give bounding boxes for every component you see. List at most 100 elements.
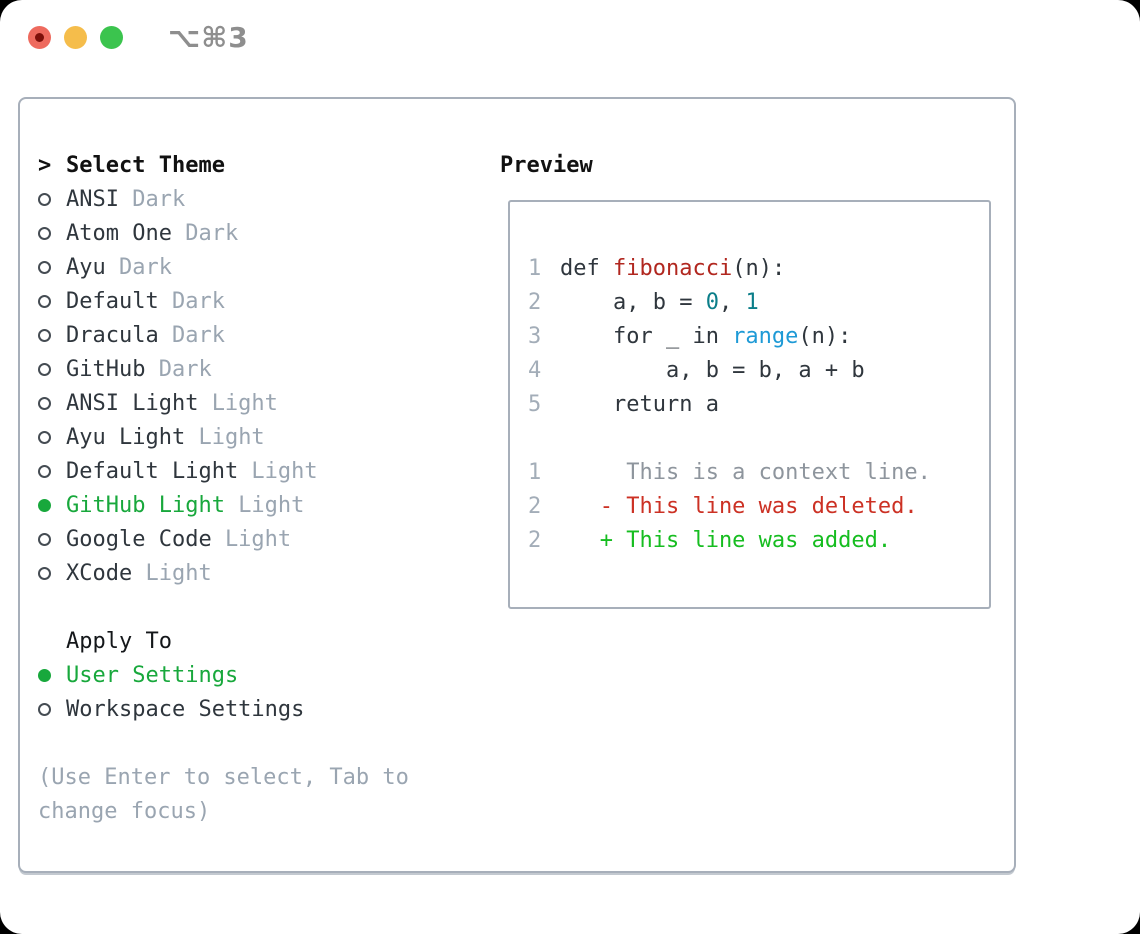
radio-gutter (38, 260, 66, 274)
apply-option-user-settings[interactable]: User Settings (38, 658, 488, 692)
radio-gutter (38, 294, 66, 308)
preview-title: Preview (500, 152, 593, 178)
diff-line: 2 - This line was deleted. (528, 489, 989, 523)
theme-name: Atom One (66, 220, 172, 246)
theme-name: Default (66, 288, 159, 314)
zoom-button-icon[interactable] (100, 26, 123, 49)
theme-name: XCode (66, 560, 133, 586)
apply-option-workspace-settings[interactable]: Workspace Settings (38, 692, 488, 726)
theme-name: Default Light (66, 458, 239, 484)
theme-variant-badge: Light (224, 526, 292, 552)
apply-option-label: Workspace Settings (66, 696, 305, 722)
keyboard-hint: (Use Enter to select, Tab to change focus… (38, 760, 488, 828)
line-number: 1 (528, 459, 542, 485)
line-number: 4 (528, 357, 542, 383)
theme-option-ayu[interactable]: Ayu Dark (38, 250, 488, 284)
apply-to-header-row: Apply To (38, 624, 488, 658)
radio-icon (38, 396, 51, 410)
theme-variant-badge: Dark (132, 186, 186, 212)
radio-icon (38, 226, 51, 240)
radio-icon (38, 192, 51, 206)
theme-name: Ayu Light (66, 424, 186, 450)
code-line: 5 return a (528, 387, 989, 421)
radio-gutter (38, 226, 66, 240)
close-button-icon[interactable] (28, 26, 51, 49)
radio-icon (38, 328, 51, 342)
diff-token: + This line was added. (560, 527, 892, 553)
theme-option-xcode[interactable]: XCode Light (38, 556, 488, 590)
hint-text: change focus) (38, 798, 211, 824)
theme-variant-badge: Light (211, 390, 278, 416)
spacer-row (38, 726, 488, 760)
code-token: fibonacci (612, 255, 733, 281)
radio-gutter (38, 396, 66, 410)
code-token: a, b = (560, 289, 706, 315)
radio-icon (38, 260, 51, 274)
code-line: 4 a, b = b, a + b (528, 353, 989, 387)
radio-icon (38, 668, 51, 682)
theme-list-title: Select Theme (66, 152, 225, 178)
theme-option-atom-one[interactable]: Atom One Dark (38, 216, 488, 250)
theme-option-github[interactable]: GitHub Dark (38, 352, 488, 386)
code-token: 1 (745, 289, 759, 315)
radio-gutter (38, 498, 66, 512)
line-number: 3 (528, 323, 542, 349)
close-dot-icon (35, 33, 44, 42)
diff-token: This is a context line. (560, 459, 931, 485)
radio-gutter (38, 532, 66, 546)
radio-icon (38, 566, 51, 580)
radio-icon (38, 430, 51, 444)
code-token: (n): (732, 255, 786, 281)
theme-variant-badge: Dark (185, 220, 239, 246)
theme-name: Ayu (66, 254, 106, 280)
code-line: 1 def fibonacci(n): (528, 251, 989, 285)
hint-line: change focus) (38, 794, 488, 828)
line-number: 1 (528, 255, 542, 281)
theme-option-ayu-light[interactable]: Ayu Light Light (38, 420, 488, 454)
code-token: , (718, 289, 746, 315)
radio-gutter (38, 566, 66, 580)
radio-gutter (38, 464, 66, 478)
theme-variant-badge: Light (145, 560, 212, 586)
code-token: return a (560, 391, 719, 417)
radio-gutter (38, 430, 66, 444)
radio-icon (38, 498, 51, 512)
apply-to-title: Apply To (66, 628, 172, 654)
theme-variant-badge: Light (198, 424, 265, 450)
code-line: 2 a, b = 0, 1 (528, 285, 989, 319)
prompt-icon: > (38, 152, 52, 178)
theme-variant-badge: Light (238, 492, 305, 518)
line-number: 2 (528, 289, 542, 315)
line-number: 5 (528, 391, 542, 417)
theme-name: Dracula (66, 322, 159, 348)
apply-option-label: User Settings (66, 662, 239, 688)
theme-variant-badge: Dark (158, 356, 212, 382)
diff-token: - This line was deleted. (560, 493, 918, 519)
theme-variant-badge: Dark (118, 254, 172, 280)
code-token: def (560, 255, 613, 281)
code-line: 3 for _ in range(n): (528, 319, 989, 353)
minimize-button-icon[interactable] (64, 26, 87, 49)
spacer-row (38, 590, 488, 624)
diff-line: 2 + This line was added. (528, 523, 989, 557)
line-number: 2 (528, 527, 542, 553)
radio-icon (38, 362, 51, 376)
radio-icon (38, 464, 51, 478)
radio-icon (38, 294, 51, 308)
hint-text: (Use Enter to select, Tab to (38, 764, 409, 790)
theme-name: GitHub (66, 356, 146, 382)
